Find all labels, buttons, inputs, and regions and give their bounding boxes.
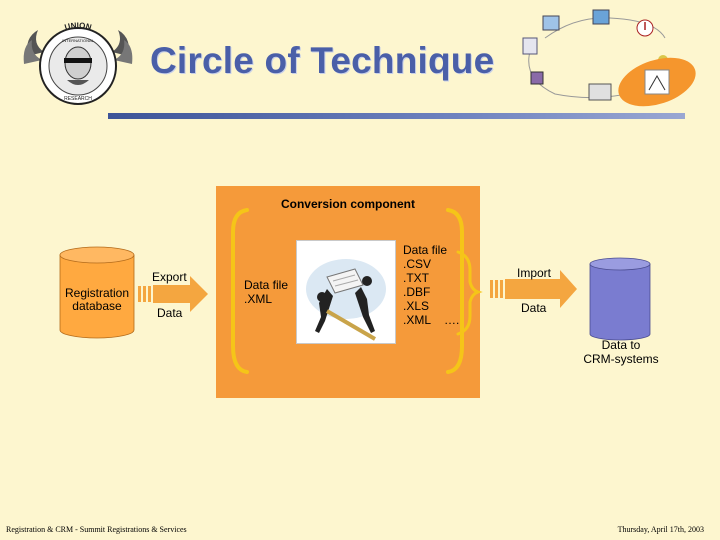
format-item: .XLS [403,299,430,313]
formats-list: Data file .CSV .TXT .DBF .XLS .XML [403,243,447,327]
handshake-clipart-icon [296,240,396,344]
logo-side-text: INTERNATIONAL [62,38,94,43]
technique-cycle-icon [522,9,696,107]
format-item: .TXT [403,271,429,285]
format-item: .CSV [403,257,432,271]
data-label-right: Data [521,301,547,315]
logo-bottom-text: RESEARCH [64,96,92,102]
page-title: Circle of Technique [150,40,495,81]
crm-database-cylinder [589,257,651,341]
crm-label: Data to CRM-systems [583,338,659,366]
import-label: Import [517,266,552,280]
formats-title: Data file [403,243,448,257]
conversion-component-title: Conversion component [280,197,415,211]
format-item: .XML [403,313,432,327]
footer-left: Registration & CRM - Summit Registration… [6,525,187,534]
registration-database-label: Registration database [64,286,130,313]
union-logo-icon: UNION RESEARCH INTERNATIONAL [23,21,133,105]
formats-more: …. [444,313,460,327]
xml-file-label: Data file .XML [244,278,289,306]
export-label: Export [152,270,187,284]
footer-right: Thursday, April 17th, 2003 [617,525,704,534]
header-divider [108,113,685,119]
logo-top-text: UNION [64,21,93,32]
format-item: .DBF [403,285,431,299]
data-label-left: Data [157,306,183,320]
svg-text:UNION: UNION [64,21,93,32]
